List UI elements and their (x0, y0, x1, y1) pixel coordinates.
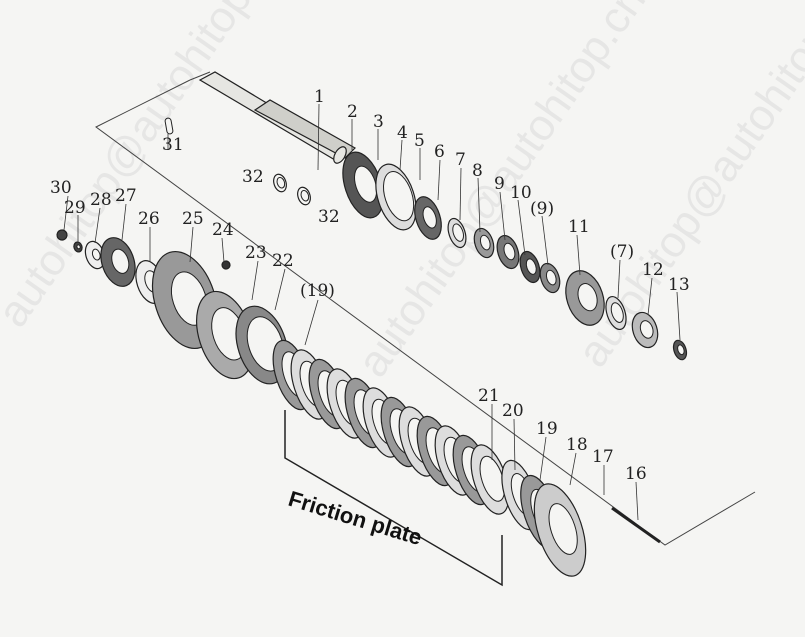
label-27: 27 (115, 186, 137, 206)
label-9: 9 (494, 174, 505, 194)
label-4: 4 (397, 123, 408, 143)
label-21: 21 (478, 386, 500, 406)
leader-line (647, 277, 653, 316)
label-1: 1 (314, 87, 325, 107)
bearing-27 (100, 237, 136, 287)
leader-line (635, 481, 639, 521)
pressure-plate-18 (533, 483, 587, 577)
label-25: 25 (182, 209, 204, 229)
leader-line (317, 103, 320, 171)
label-32b: 32 (318, 207, 340, 227)
clutch-plate (470, 444, 510, 515)
leader-line (477, 177, 481, 233)
label-8: 8 (472, 161, 483, 181)
washer-28 (84, 240, 106, 270)
friction-plate-bracket (284, 410, 503, 587)
washer-29 (73, 241, 83, 253)
leader-line (513, 418, 516, 471)
washer-7 (447, 217, 467, 249)
label-32a: 32 (242, 167, 264, 187)
leader-line (399, 139, 403, 171)
label-30: 30 (50, 178, 72, 198)
leader-line (221, 237, 225, 263)
leader-line (437, 159, 441, 201)
parts-group (56, 151, 688, 577)
sleeve-12 (631, 311, 659, 349)
leader-line (304, 299, 319, 346)
leader-line (517, 199, 526, 256)
label-22: 22 (272, 251, 294, 271)
label-31: 31 (162, 135, 184, 155)
label-24: 24 (212, 220, 234, 240)
label-29: 29 (64, 198, 86, 218)
bearing-8 (473, 227, 495, 259)
leader-line (251, 260, 259, 301)
leader-line (539, 436, 547, 481)
label-23: 23 (245, 243, 267, 263)
label-5: 5 (414, 131, 425, 151)
label-9-repeat: (9) (530, 199, 554, 219)
bearing-6 (414, 196, 442, 240)
label-16: 16 (625, 464, 647, 484)
label-19: 19 (536, 419, 558, 439)
leader-line (569, 452, 577, 486)
bearing-9b (539, 262, 561, 294)
leader-line (189, 226, 194, 263)
label-11: 11 (568, 217, 590, 237)
washer-7b (605, 295, 627, 331)
label-12: 12 (642, 260, 664, 280)
assembly-frame (95, 79, 756, 546)
leader-line (94, 207, 101, 244)
leader-line (63, 195, 69, 231)
label-10: 10 (510, 183, 532, 203)
label-17: 17 (592, 447, 614, 467)
leader-line (499, 191, 506, 241)
label-7: 7 (455, 150, 466, 170)
needle-bearing-9 (496, 234, 520, 270)
leader-lines (63, 103, 681, 521)
leader-line (676, 291, 681, 341)
main-shaft (198, 71, 356, 164)
washer-32b (297, 186, 311, 206)
label-13: 13 (668, 275, 690, 295)
leader-line (617, 259, 621, 299)
label-18: 18 (566, 435, 588, 455)
part-labels: 1 2 3 4 5 6 7 8 9 10 (9) 11 (7) 12 13 31… (50, 87, 690, 484)
gear-11 (565, 270, 605, 326)
leader-line (541, 215, 549, 266)
label-6: 6 (434, 142, 445, 162)
leader-line (459, 167, 462, 221)
ring-4 (375, 163, 417, 231)
bolt-30 (56, 229, 68, 241)
label-2: 2 (347, 102, 358, 122)
ring-10 (519, 250, 541, 284)
friction-plate-callout: Friction plate (286, 486, 425, 550)
label-20: 20 (502, 401, 524, 421)
ring-13 (672, 339, 688, 361)
label-26: 26 (138, 209, 160, 229)
leader-line (274, 268, 286, 311)
pin-31 (164, 117, 174, 135)
label-19-repeat: (19) (300, 281, 335, 301)
label-28: 28 (90, 190, 112, 210)
leader-line (576, 234, 581, 276)
ball-24 (221, 260, 231, 270)
bolt-16 (611, 506, 661, 544)
leader-line (121, 203, 127, 241)
label-7-repeat: (7) (610, 242, 634, 262)
label-3: 3 (373, 112, 384, 132)
washer-32a (273, 173, 287, 193)
